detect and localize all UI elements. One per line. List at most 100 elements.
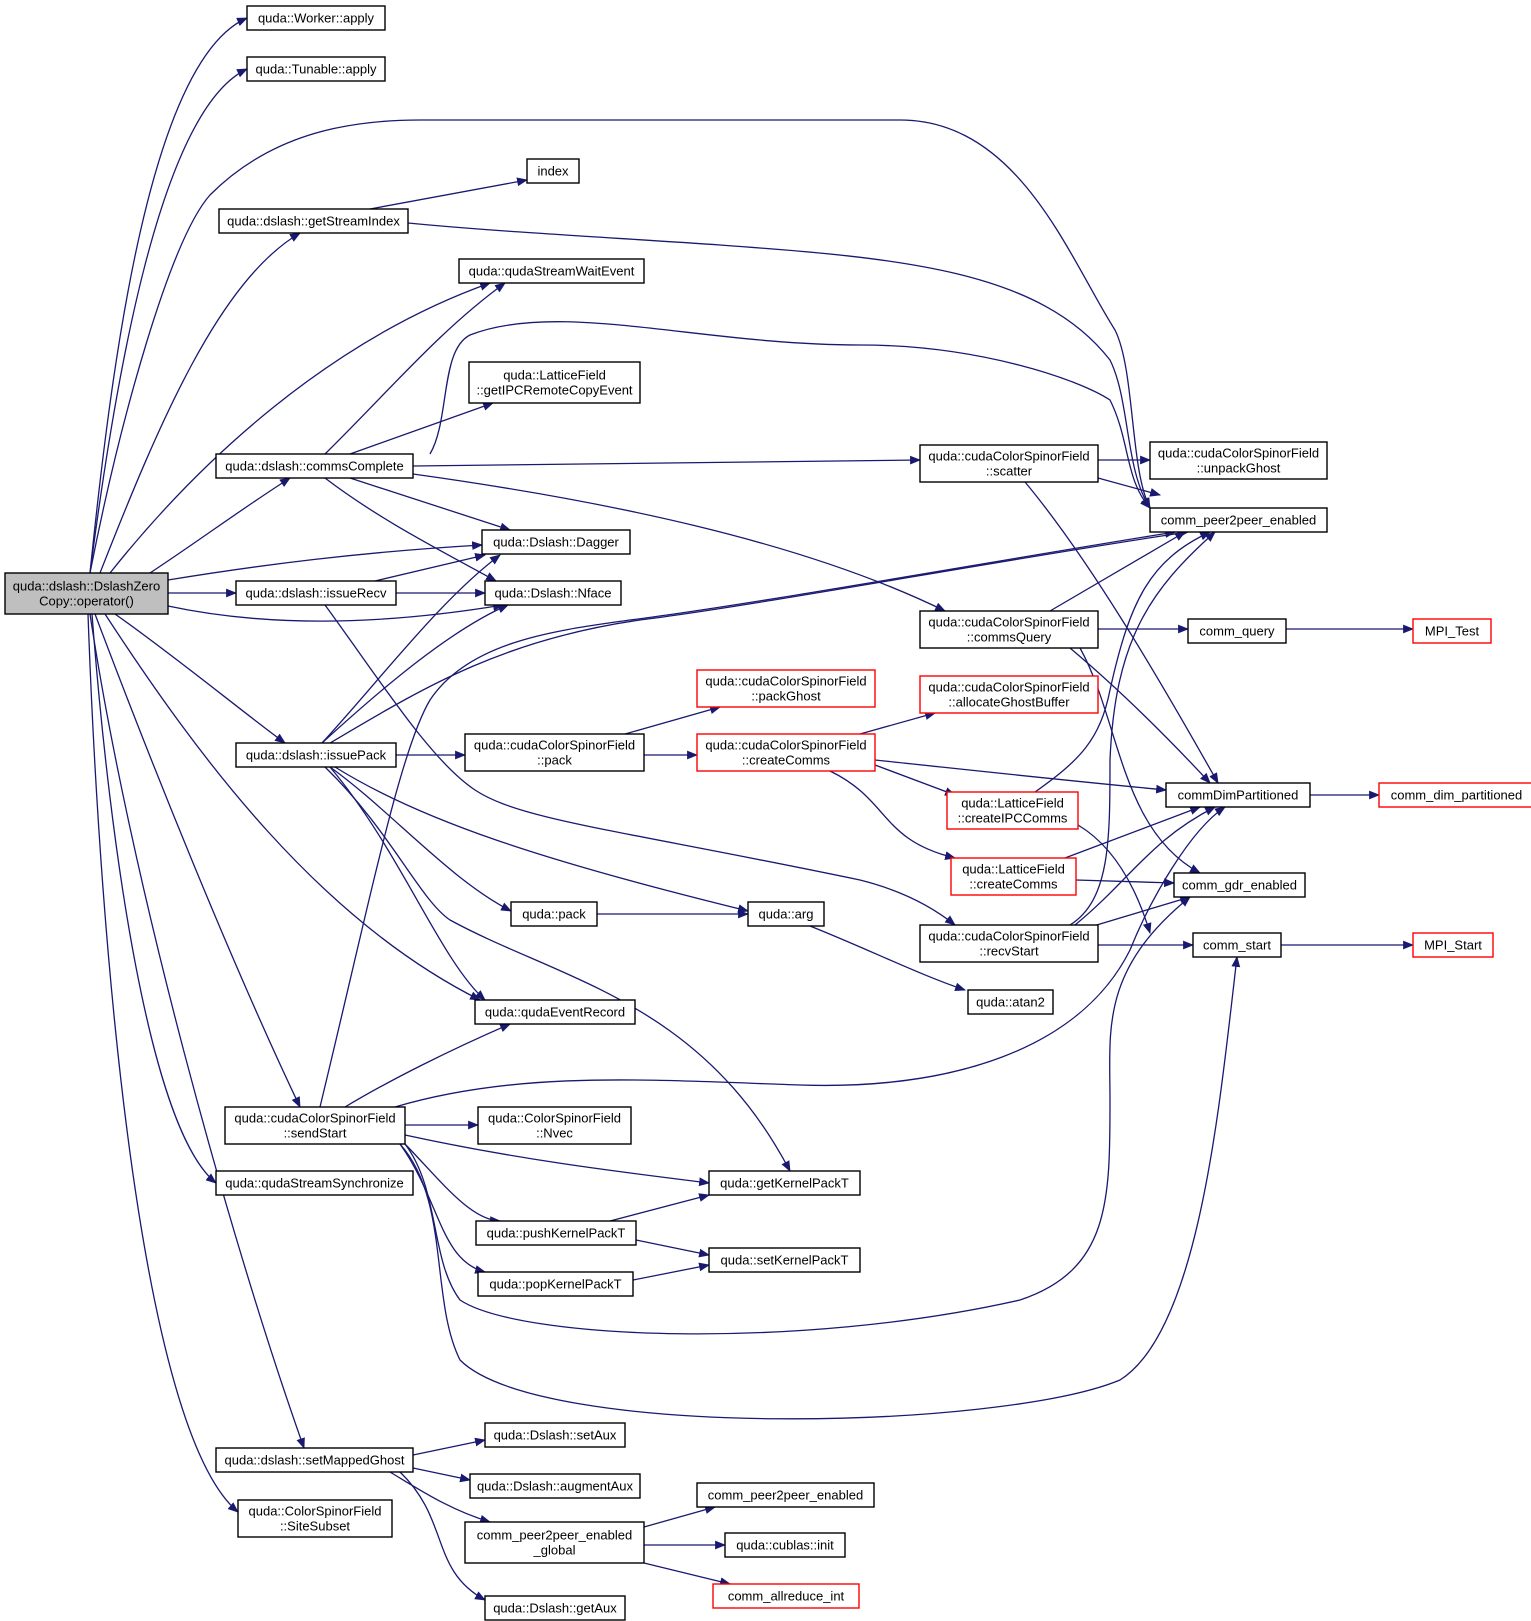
node-issuePack[interactable]: quda::dslash::issuePack — [235, 742, 397, 768]
edge-scatter-to-comm_peer2peer_enabled — [1097, 477, 1162, 497]
edge-root-to-comm_peer2peer_enabled — [89, 119, 1151, 574]
edge-path — [399, 955, 1241, 1420]
node-setAux[interactable]: quda::Dslash::setAux — [484, 1422, 626, 1448]
node-setKernelPackT[interactable]: quda::setKernelPackT — [708, 1247, 861, 1273]
node-getStreamIndex[interactable]: quda::dslash::getStreamIndex — [218, 208, 409, 234]
node-lf_createComms[interactable]: quda::LatticeField::createComms — [950, 857, 1077, 896]
edge-issuePack-to-quda_arg — [334, 766, 750, 913]
edge-path — [643, 1562, 732, 1586]
node-qudaStreamWaitEvent[interactable]: quda::qudaStreamWaitEvent — [458, 258, 645, 284]
edge-path — [1069, 531, 1216, 926]
edge-root-to-getStreamIndex — [99, 232, 301, 574]
edge-setMappedGhost-to-augmentAux — [412, 1467, 472, 1483]
node-comm_gdr_enabled[interactable]: comm_gdr_enabled — [1173, 872, 1306, 898]
edge-path — [412, 1437, 487, 1456]
edge-path — [609, 1193, 711, 1222]
node-label: index — [537, 164, 569, 179]
node-scatter[interactable]: quda::cudaColorSpinorField::scatter — [919, 444, 1099, 483]
node-comm_allreduce_int[interactable]: comm_allreduce_int — [712, 1583, 860, 1609]
node-label: quda::dslash::DslashZero — [13, 579, 160, 594]
node-box — [919, 610, 1099, 649]
node-quda_arg[interactable]: quda::arg — [747, 901, 825, 927]
node-box — [696, 669, 876, 708]
node-nface[interactable]: quda::Dslash::Nface — [484, 580, 622, 606]
node-label: _global — [533, 1543, 576, 1558]
edge-root-to-worker_apply — [89, 17, 249, 574]
node-box — [215, 453, 414, 479]
node-label: quda::dslash::commsComplete — [225, 459, 403, 474]
edge-path — [874, 764, 957, 796]
node-box — [464, 733, 645, 772]
node-setMappedGhost[interactable]: quda::dslash::setMappedGhost — [215, 1447, 414, 1473]
node-box — [246, 56, 386, 82]
node-label: quda::cudaColorSpinorField — [928, 449, 1089, 464]
node-commDimPartitioned[interactable]: commDimPartitioned — [1165, 782, 1311, 808]
node-quda_pack[interactable]: quda::pack — [510, 901, 598, 927]
node-getAux[interactable]: quda::Dslash::getAux — [484, 1595, 626, 1621]
node-qudaEventRecord[interactable]: quda::qudaEventRecord — [474, 999, 636, 1025]
node-allocateGhostBuffer[interactable]: quda::cudaColorSpinorField::allocateGhos… — [919, 675, 1099, 714]
edge-root-to-tunable_apply — [89, 68, 248, 574]
edge-path — [99, 232, 301, 574]
node-packGhost[interactable]: quda::cudaColorSpinorField::packGhost — [696, 669, 876, 708]
edge-sendStart-to-getKernelPackT — [404, 1134, 711, 1187]
edge-cscf_createComms-to-createIPCComms — [874, 764, 957, 796]
edge-path — [1034, 531, 1211, 793]
node-box — [474, 999, 636, 1025]
node-getKernelPackT[interactable]: quda::getKernelPackT — [708, 1170, 861, 1196]
node-cscf_createComms[interactable]: quda::cudaColorSpinorField::createComms — [696, 733, 876, 772]
node-commsComplete[interactable]: quda::dslash::commsComplete — [215, 453, 414, 479]
edge-sendStart-to-qudaEventRecord — [344, 1023, 512, 1108]
node-box — [1173, 872, 1306, 898]
edge-root-to-sendStart — [94, 613, 301, 1108]
node-box — [696, 733, 876, 772]
node-label: ::packGhost — [751, 689, 821, 704]
node-box — [237, 1499, 393, 1538]
node-cublas_init[interactable]: quda::cublas::init — [724, 1532, 846, 1558]
node-comm_dim_partitioned[interactable]: comm_dim_partitioned — [1378, 782, 1531, 808]
node-mpi_start[interactable]: MPI_Start — [1412, 932, 1494, 958]
edge-path — [412, 455, 922, 467]
node-createIPCComms[interactable]: quda::LatticeField::createIPCComms — [946, 791, 1079, 830]
node-label: ::SiteSubset — [280, 1519, 350, 1534]
edge-p2p_global-to-comm_allreduce_int — [643, 1562, 732, 1586]
edge-createIPCComms-to-comm_peer2peer_enabled — [1034, 531, 1211, 793]
node-siteSubset[interactable]: quda::ColorSpinorField::SiteSubset — [237, 1499, 393, 1538]
node-atan2[interactable]: quda::atan2 — [967, 989, 1054, 1015]
node-comm_peer2peer_enabled[interactable]: comm_peer2peer_enabled — [1149, 507, 1328, 533]
node-popKernelPackT[interactable]: quda::popKernelPackT — [477, 1271, 634, 1297]
node-tunable_apply[interactable]: quda::Tunable::apply — [246, 56, 386, 82]
node-csf_nvec[interactable]: quda::ColorSpinorField::Nvec — [477, 1106, 632, 1145]
edge-path — [94, 613, 301, 1108]
edge-path — [374, 552, 487, 582]
edge-path — [389, 1471, 492, 1524]
node-label: quda::getKernelPackT — [720, 1176, 849, 1191]
node-unpackGhost[interactable]: quda::cudaColorSpinorField::unpackGhost — [1149, 441, 1328, 480]
node-comm_start[interactable]: comm_start — [1192, 932, 1282, 958]
node-comm_peer2peer_enabled_2[interactable]: comm_peer2peer_enabled — [696, 1482, 875, 1508]
node-p2p_global[interactable]: comm_peer2peer_enabled_global — [464, 1521, 645, 1564]
node-getIPCRemoteCopyEvent[interactable]: quda::LatticeField::getIPCRemoteCopyEven… — [468, 361, 641, 404]
node-label: quda::cudaColorSpinorField — [928, 680, 1089, 695]
edge-path — [167, 602, 505, 622]
node-label: quda::qudaEventRecord — [485, 1005, 625, 1020]
node-cscf_pack[interactable]: quda::cudaColorSpinorField::pack — [464, 733, 645, 772]
node-label: quda::Dslash::augmentAux — [477, 1479, 634, 1494]
node-recvStart[interactable]: quda::cudaColorSpinorField::recvStart — [919, 924, 1099, 963]
node-qudaStreamSynchronize[interactable]: quda::qudaStreamSynchronize — [215, 1170, 414, 1196]
node-index[interactable]: index — [526, 158, 580, 184]
node-augmentAux[interactable]: quda::Dslash::augmentAux — [469, 1473, 641, 1499]
node-mpi_test[interactable]: MPI_Test — [1412, 618, 1492, 644]
edge-path — [91, 613, 217, 1184]
node-comm_query[interactable]: comm_query — [1187, 618, 1287, 644]
node-commsQuery[interactable]: quda::cudaColorSpinorField::commsQuery — [919, 610, 1099, 649]
node-dagger[interactable]: quda::Dslash::Dagger — [481, 529, 631, 555]
node-issueRecv[interactable]: quda::dslash::issueRecv — [235, 580, 397, 606]
node-box — [218, 208, 409, 234]
edge-path — [1075, 878, 1176, 888]
node-pushKernelPackT[interactable]: quda::pushKernelPackT — [475, 1220, 637, 1246]
node-worker_apply[interactable]: quda::Worker::apply — [246, 5, 386, 31]
node-sendStart[interactable]: quda::cudaColorSpinorField::sendStart — [224, 1106, 406, 1145]
edge-sendStart-to-commDimPartitioned — [394, 806, 1226, 1108]
